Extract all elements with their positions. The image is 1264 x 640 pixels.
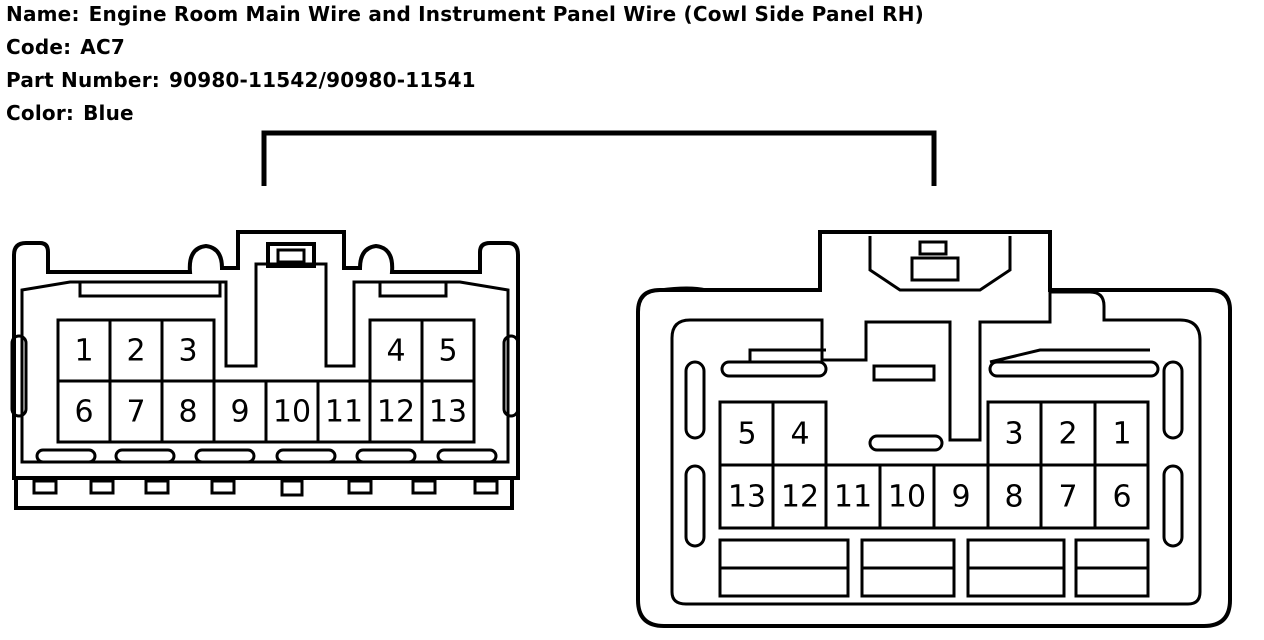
left-pin-4: 4 [386, 334, 405, 369]
code-label: Code: [6, 35, 72, 59]
left-connector-pins: 1 2 3 4 5 6 7 8 9 10 11 12 13 [74, 334, 467, 430]
color-label: Color: [6, 101, 75, 125]
connector-code-line: Code: AC7 [6, 35, 125, 59]
left-connector [10, 230, 520, 510]
right-pin-5: 5 [737, 417, 756, 452]
right-pin-3: 3 [1004, 417, 1023, 452]
color-value: Blue [83, 101, 134, 125]
right-pin-6: 6 [1112, 480, 1131, 515]
right-pin-12: 12 [781, 480, 819, 515]
connector-color-line: Color: Blue [6, 101, 134, 125]
part-number-value: 90980-11542/90980-11541 [168, 68, 476, 92]
left-pin-8: 8 [178, 395, 197, 430]
right-pin-8: 8 [1004, 480, 1023, 515]
part-number-line: Part Number: 90980-11542/90980-11541 [6, 68, 476, 92]
left-pin-11: 11 [325, 395, 363, 430]
right-connector [636, 230, 1232, 628]
part-number-label: Part Number: [6, 68, 160, 92]
right-pin-7: 7 [1058, 480, 1077, 515]
right-pin-13: 13 [728, 480, 766, 515]
left-pin-5: 5 [438, 334, 457, 369]
right-pin-10: 10 [888, 480, 926, 515]
left-pin-7: 7 [126, 395, 145, 430]
left-pin-9: 9 [230, 395, 249, 430]
left-pin-2: 2 [126, 334, 145, 369]
right-pin-2: 2 [1058, 417, 1077, 452]
left-pin-10: 10 [273, 395, 311, 430]
name-value: Engine Room Main Wire and Instrument Pan… [88, 2, 924, 26]
right-pin-1: 1 [1112, 417, 1131, 452]
right-pin-9: 9 [951, 480, 970, 515]
left-pin-3: 3 [178, 334, 197, 369]
left-pin-13: 13 [429, 395, 467, 430]
left-pin-1: 1 [74, 334, 93, 369]
right-pin-4: 4 [790, 417, 809, 452]
right-pin-11: 11 [834, 480, 872, 515]
connector-name-line: Name: Engine Room Main Wire and Instrumen… [6, 2, 924, 26]
right-connector-pins: 5 4 3 2 1 13 12 11 10 9 8 7 6 [728, 417, 1132, 515]
name-label: Name: [6, 2, 80, 26]
connector-pair-bracket [261, 130, 937, 186]
code-value: AC7 [80, 35, 125, 59]
left-pin-6: 6 [74, 395, 93, 430]
left-pin-12: 12 [377, 395, 415, 430]
